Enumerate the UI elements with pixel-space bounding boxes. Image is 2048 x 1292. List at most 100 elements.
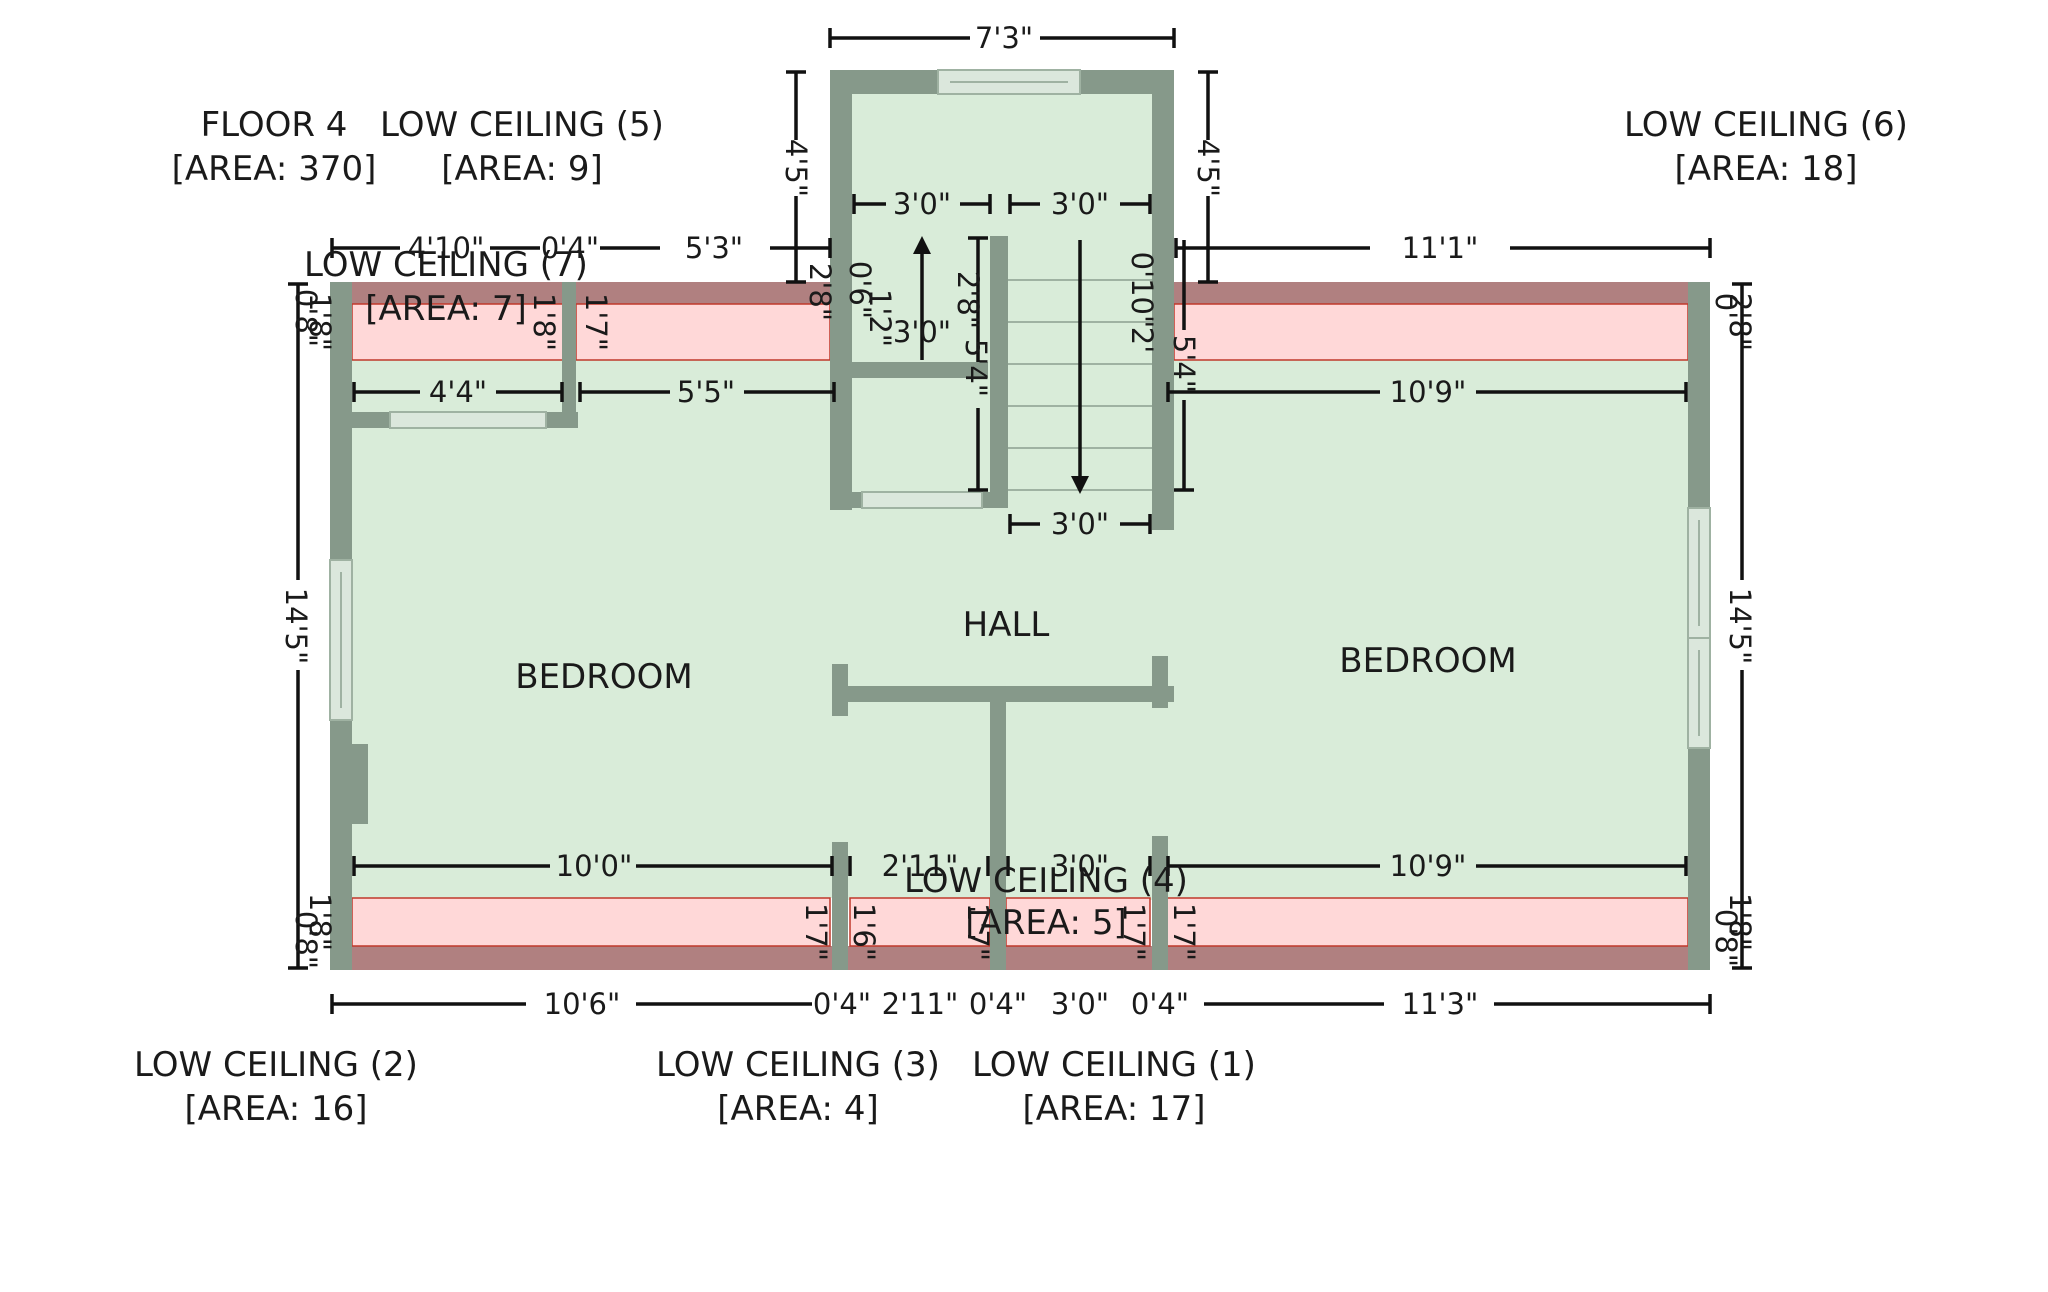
dim-bot-inner-left: 10'0": [556, 849, 633, 883]
wall-hall-right-upper: [1152, 656, 1168, 708]
low-ceiling-7-strip: [351, 303, 565, 361]
low-ceiling-5-strip: [575, 303, 831, 361]
dim-v-b: 0'6": [843, 261, 877, 319]
dim-left-c2: 0'8": [289, 289, 323, 347]
dim-v-d: 1'2": [863, 289, 897, 347]
low-ceiling-areas: [330, 282, 1710, 970]
room-fills: [330, 70, 1692, 900]
dim-bot-seg4: 0'4": [969, 987, 1027, 1021]
dim-bot-rc2: 0'8": [1709, 909, 1743, 967]
right-bedroom-fill: [1164, 360, 1692, 898]
low-ceiling-5-label: LOW CEILING (5): [380, 105, 664, 145]
dimension-labels: 7'3" 3'0" 3'0" 3'0" 3'0" 4'10" 0'4" 5'3"…: [279, 21, 1757, 1021]
low-ceiling-1-strip: [1165, 897, 1689, 947]
dim-bot-v3: 1'7": [961, 903, 995, 961]
wall-stair-mid: [852, 362, 988, 378]
dim-top-overall: 7'3": [975, 21, 1033, 55]
dim-v-f: 0'10": [1125, 252, 1159, 329]
dim-top-seg4: 11'1": [1402, 231, 1479, 265]
windows: [329, 69, 1711, 749]
dim-bot-v1: 1'7": [799, 903, 833, 961]
dim-bot-lc2: 0'8": [289, 911, 323, 969]
dim-bot-rc1: 1'8": [1723, 893, 1757, 951]
low-ceiling-7-area: [AREA: 7]: [365, 289, 526, 329]
stairs: [913, 236, 1152, 494]
dim-right-h: 14'5": [1723, 588, 1757, 665]
dim-stair-w3: 3'0": [893, 315, 951, 349]
bedroom-left-label: BEDROOM: [515, 657, 692, 697]
dim-top-seg1: 4'10": [408, 231, 485, 265]
dim-left-room-w2: 5'5": [677, 375, 735, 409]
low-ceiling-7-label: LOW CEILING (7): [304, 245, 588, 285]
dim-right-c1: 2'8": [1723, 293, 1757, 351]
wall-closet-side: [562, 282, 576, 428]
dim-bot-lc1: 1'8": [303, 893, 337, 951]
closet-door: [389, 411, 547, 429]
dim-bot-inner-mid2: 3'0": [1051, 849, 1109, 883]
wall-hall-left-lower: [832, 842, 848, 970]
wall-hall-center: [990, 702, 1006, 970]
dim-v-c: 2'8": [951, 271, 985, 329]
floor-title: FLOOR 4: [201, 105, 348, 145]
low-ceiling-1-label: LOW CEILING (1): [972, 1045, 1256, 1085]
dim-ext-right-h: 4'5": [1191, 139, 1225, 197]
dim-stair-w1: 3'0": [893, 187, 951, 221]
dim-bot-seg2: 0'4": [813, 987, 871, 1021]
dim-stair-w4: 3'0": [1051, 507, 1109, 541]
low-ceiling-2-area: [AREA: 16]: [184, 1089, 367, 1129]
dim-left-h: 14'5": [279, 588, 313, 665]
dim-bot-seg5: 3'0": [1051, 987, 1109, 1021]
stair-arrow-down-icon: [1071, 476, 1089, 494]
dim-left-c1: 1'8": [303, 293, 337, 351]
dim-bot-seg6: 0'4": [1131, 987, 1189, 1021]
stair-door: [861, 491, 983, 509]
wall-hall-left-upper: [832, 664, 848, 716]
low-ceiling-6-area: [AREA: 18]: [1674, 149, 1857, 189]
dim-ext-left-h: 4'5": [779, 139, 813, 197]
dim-bot-seg1: 10'6": [544, 987, 621, 1021]
low-ceiling-4-strip: [1005, 897, 1151, 947]
low-ceiling-5-area: [AREA: 9]: [441, 149, 602, 189]
dim-v-e: 5'4": [959, 339, 993, 397]
dim-left-room-w1: 4'4": [429, 375, 487, 409]
dim-bot-v5: 1'7": [1167, 903, 1201, 961]
wall-left-bump: [352, 744, 368, 824]
hall-label: HALL: [963, 605, 1050, 645]
eave-top-right: [1174, 282, 1710, 304]
left-bedroom-fill: [330, 360, 838, 898]
dim-top-seg2: 0'4": [541, 231, 599, 265]
dim-v-g: 2': [1125, 327, 1159, 353]
dim-right-room-w: 10'9": [1390, 375, 1467, 409]
dim-bot-seg7: 11'3": [1402, 987, 1479, 1021]
dim-bot-inner-right: 10'9": [1390, 849, 1467, 883]
low-ceiling-2-strip: [351, 897, 831, 947]
low-ceiling-6-strip: [1173, 303, 1689, 361]
dim-right-c2: 0': [1709, 293, 1743, 319]
dim-v-h: 5'4": [1167, 335, 1201, 393]
area-labels: FLOOR 4 [AREA: 370] LOW CEILING (5) [ARE…: [134, 105, 1908, 1129]
bedroom-right-label: BEDROOM: [1339, 641, 1516, 681]
low-ceiling-4-label: LOW CEILING (4): [904, 861, 1188, 901]
low-ceiling-1-area: [AREA: 17]: [1022, 1089, 1205, 1129]
low-ceiling-3-label: LOW CEILING (3): [656, 1045, 940, 1085]
low-ceiling-2-label: LOW CEILING (2): [134, 1045, 418, 1085]
low-ceiling-3-area: [AREA: 4]: [717, 1089, 878, 1129]
wall-stair-core: [990, 236, 1008, 506]
dim-bot-seg3: 2'11": [882, 987, 959, 1021]
eave-bottom: [330, 946, 1710, 970]
dimension-lines: [288, 28, 1752, 1014]
wall-stair-right-upper: [1152, 70, 1174, 530]
low-ceiling-4-area: [AREA: 5]: [965, 903, 1126, 943]
floor-area: [AREA: 370]: [172, 149, 377, 189]
dim-lc7-h2: 1'7": [579, 293, 613, 351]
stair-arrow-up-icon: [913, 236, 931, 254]
dim-bot-v4: 1'7": [1117, 903, 1151, 961]
wall-hall-right-lower: [1152, 836, 1168, 970]
dim-bot-inner-mid1: 2'11": [882, 849, 959, 883]
eave-top-left: [330, 282, 830, 304]
wall-hall-divider: [832, 686, 1174, 702]
dim-stair-w2: 3'0": [1051, 187, 1109, 221]
dim-top-seg3: 5'3": [685, 231, 743, 265]
dim-bot-v2: 1'6": [847, 903, 881, 961]
